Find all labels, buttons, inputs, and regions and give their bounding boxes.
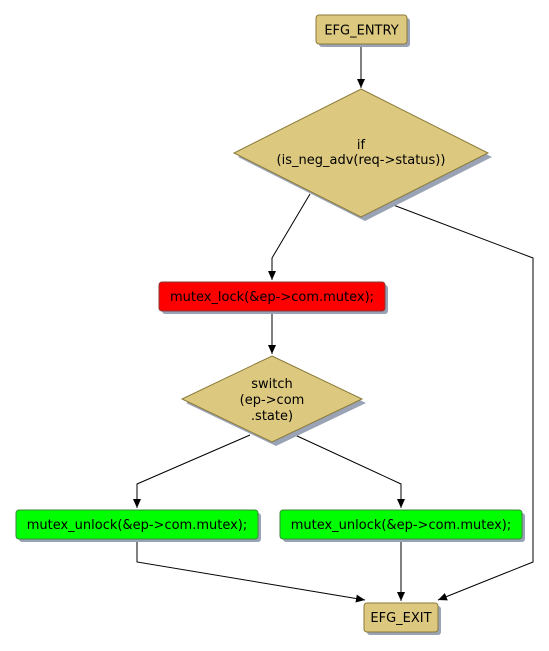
edge-unlock-left-to-exit [136, 540, 366, 603]
edge-switch-to-unlock-left [133, 434, 251, 508]
switch-label-line2: (ep->com [240, 393, 305, 408]
edge-switch-to-unlock-right [294, 434, 405, 508]
if-label-line2: (is_neg_adv(req->status)) [277, 153, 446, 168]
edge-if-to-exit [387, 202, 534, 601]
entry-label: EFG_ENTRY [324, 24, 398, 39]
unlock-left-node: mutex_unlock(&ep->com.mutex); [15, 509, 261, 542]
unlock-right-node: mutex_unlock(&ep->com.mutex); [279, 509, 525, 542]
edge-if-to-lock [268, 193, 311, 280]
exit-node: EFG_EXIT [363, 602, 441, 635]
if-label-line1: if [357, 138, 366, 153]
exit-label: EFG_EXIT [370, 611, 431, 626]
lock-label: mutex_lock(&ep->com.mutex); [170, 290, 374, 305]
switch-label-line3: .state) [251, 409, 293, 424]
unlock-right-label: mutex_unlock(&ep->com.mutex); [291, 518, 512, 533]
if-decision-node: if (is_neg_adv(req->status)) [232, 88, 492, 221]
edges [133, 45, 534, 603]
switch-decision-node: switch (ep->com .state) [180, 355, 366, 446]
lock-node: mutex_lock(&ep->com.mutex); [158, 281, 388, 314]
entry-node: EFG_ENTRY [315, 14, 410, 47]
unlock-left-label: mutex_unlock(&ep->com.mutex); [27, 518, 248, 533]
switch-label-line1: switch [251, 377, 293, 392]
